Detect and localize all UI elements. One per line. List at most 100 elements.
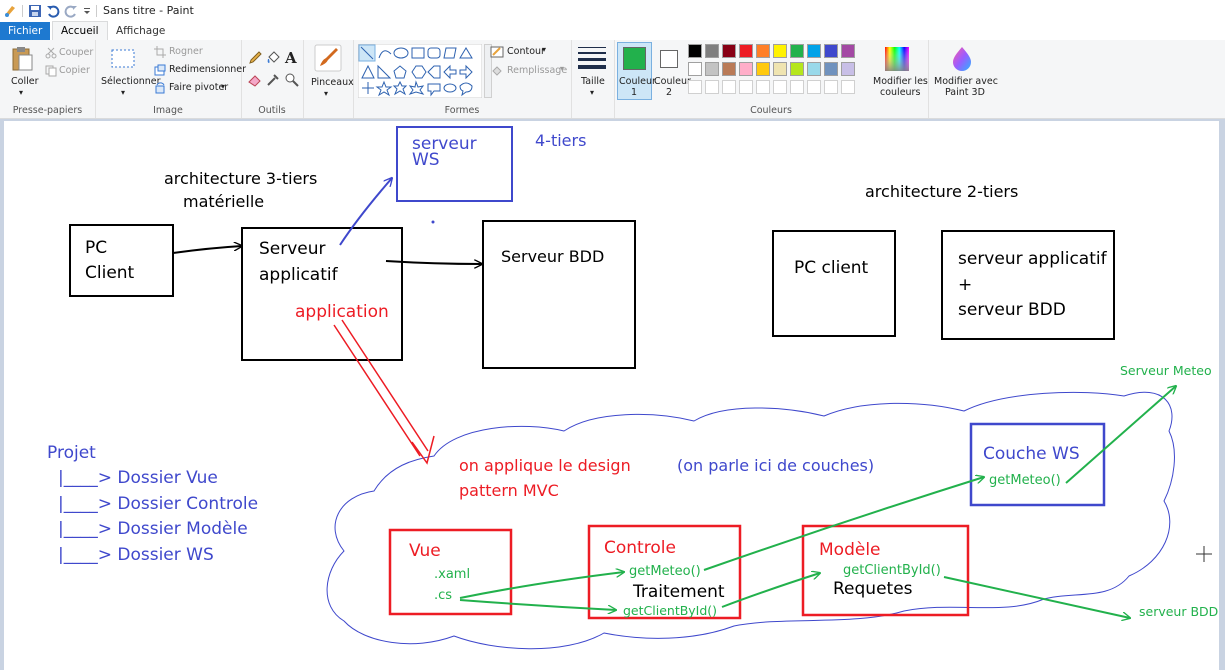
fill-dropdown-icon[interactable]: ▾	[560, 64, 565, 73]
color2-label[interactable]: Couleur	[654, 76, 691, 87]
brushes-group: Pinceaux ▾	[303, 40, 354, 118]
paint3d-icon[interactable]	[951, 46, 973, 72]
paint3d-line2[interactable]: Paint 3D	[945, 87, 985, 98]
paste-dropdown-icon[interactable]: ▾	[19, 88, 24, 97]
fill-bucket-icon[interactable]	[266, 51, 280, 65]
select-button[interactable]: Sélectionner	[101, 76, 161, 87]
shapes-group-label: Formes	[444, 105, 480, 116]
size-button[interactable]: Taille	[581, 76, 605, 87]
palette-custom-slot[interactable]	[756, 80, 770, 94]
palette-custom-slot[interactable]	[807, 80, 821, 94]
edit-colors-line1[interactable]: Modifier les	[873, 76, 928, 87]
paste-icon[interactable]	[10, 46, 34, 72]
palette-custom-slot[interactable]	[841, 80, 855, 94]
palette-custom-slot[interactable]	[722, 80, 736, 94]
eraser-icon[interactable]	[248, 73, 262, 87]
palette-color-swatch[interactable]	[824, 62, 838, 76]
palette-color-swatch[interactable]	[705, 44, 719, 58]
text-tool-icon[interactable]: A	[285, 49, 297, 67]
size-icon[interactable]	[578, 46, 606, 70]
cut-button[interactable]: Couper	[59, 47, 94, 58]
redo-icon[interactable]	[64, 4, 78, 18]
resize-button[interactable]: Redimensionner	[169, 64, 247, 75]
palette-custom-slot[interactable]	[739, 80, 753, 94]
shapes-gallery[interactable]	[358, 44, 482, 98]
text-mvc-1: on applique le design	[459, 456, 631, 475]
palette-color-swatch[interactable]	[688, 44, 702, 58]
tab-fichier[interactable]: Fichier	[0, 22, 50, 40]
paint-app-icon	[5, 6, 15, 17]
outline-dropdown-icon[interactable]: ▾	[542, 45, 547, 54]
size-dropdown-icon[interactable]: ▾	[590, 88, 595, 97]
paint3d-line1[interactable]: Modifier avec	[934, 76, 998, 87]
palette-color-swatch[interactable]	[773, 44, 787, 58]
palette-color-swatch[interactable]	[790, 62, 804, 76]
pc-client-2-box	[772, 230, 896, 337]
magnifier-icon[interactable]	[285, 73, 299, 87]
palette-color-swatch[interactable]	[807, 44, 821, 58]
cut-icon[interactable]	[45, 47, 57, 59]
palette-color-swatch[interactable]	[722, 62, 736, 76]
select-dropdown-icon[interactable]: ▾	[121, 88, 126, 97]
color1-button[interactable]	[617, 42, 652, 100]
copy-button[interactable]: Copier	[59, 65, 90, 76]
brush-icon[interactable]	[314, 44, 342, 72]
palette-color-swatch[interactable]	[841, 62, 855, 76]
paste-button[interactable]: Coller	[11, 76, 39, 87]
tab-accueil[interactable]: Accueil	[52, 21, 108, 42]
title-bar: Sans titre - Paint	[0, 0, 1225, 23]
copy-icon[interactable]	[45, 65, 57, 77]
palette-color-swatch[interactable]	[739, 44, 753, 58]
drawing-canvas[interactable]: architecture 3-tiers matérielle PC Clien…	[4, 121, 1219, 670]
undo-icon[interactable]	[46, 4, 60, 18]
palette-color-swatch[interactable]	[790, 44, 804, 58]
save-icon[interactable]	[28, 4, 42, 18]
color2-swatch[interactable]	[660, 50, 678, 68]
crop-button[interactable]: Rogner	[169, 46, 203, 57]
rotate-dropdown-icon[interactable]: ▾	[221, 82, 226, 91]
palette-custom-slot[interactable]	[688, 80, 702, 94]
brushes-button[interactable]: Pinceaux	[311, 77, 354, 88]
palette-custom-slot[interactable]	[790, 80, 804, 94]
outline-icon[interactable]	[490, 46, 504, 58]
fill-icon[interactable]	[490, 65, 504, 77]
text-pc-client-2tiers: PC client	[794, 258, 869, 278]
edit-colors-icon[interactable]	[884, 46, 910, 72]
palette-custom-slot[interactable]	[824, 80, 838, 94]
outline-button[interactable]: Contour	[507, 46, 545, 57]
palette-custom-slot[interactable]	[773, 80, 787, 94]
brushes-dropdown-icon[interactable]: ▾	[324, 89, 329, 98]
palette-color-swatch[interactable]	[722, 44, 736, 58]
palette-color-swatch[interactable]	[841, 44, 855, 58]
palette-color-swatch[interactable]	[688, 62, 702, 76]
palette-color-swatch[interactable]	[824, 44, 838, 58]
palette-color-swatch[interactable]	[705, 62, 719, 76]
palette-color-swatch[interactable]	[773, 62, 787, 76]
text-archi-2-tiers: architecture 2-tiers	[865, 182, 1019, 201]
text-xaml: .xaml	[434, 567, 471, 582]
arrow-ws-to-meteo	[1065, 386, 1176, 484]
serveur-applicatif-bdd-box	[941, 230, 1115, 340]
color-picker-icon[interactable]	[266, 73, 280, 87]
tab-affichage[interactable]: Affichage	[116, 25, 166, 37]
rotate-icon[interactable]	[154, 82, 166, 94]
arrow-app-to-bdd	[385, 261, 482, 264]
edit-colors-line2[interactable]: couleurs	[880, 87, 921, 98]
pc-client-box	[69, 224, 174, 297]
text-archi-3-tiers-2: matérielle	[183, 192, 265, 211]
palette-color-swatch[interactable]	[756, 44, 770, 58]
select-icon[interactable]	[110, 47, 136, 71]
palette-color-swatch[interactable]	[756, 62, 770, 76]
rotate-button[interactable]: Faire pivoter	[169, 82, 229, 93]
palette-custom-slot[interactable]	[705, 80, 719, 94]
customize-toolbar-icon[interactable]	[82, 4, 92, 18]
shapes-gallery-scroll[interactable]	[484, 44, 492, 98]
resize-icon[interactable]	[154, 64, 166, 76]
mvc-cloud-outline	[326, 391, 1175, 650]
pencil-icon[interactable]	[248, 51, 262, 65]
fill-button[interactable]: Remplissage	[507, 65, 568, 76]
couche-ws-box	[969, 422, 1106, 507]
crop-icon[interactable]	[154, 46, 166, 58]
palette-color-swatch[interactable]	[739, 62, 753, 76]
palette-color-swatch[interactable]	[807, 62, 821, 76]
